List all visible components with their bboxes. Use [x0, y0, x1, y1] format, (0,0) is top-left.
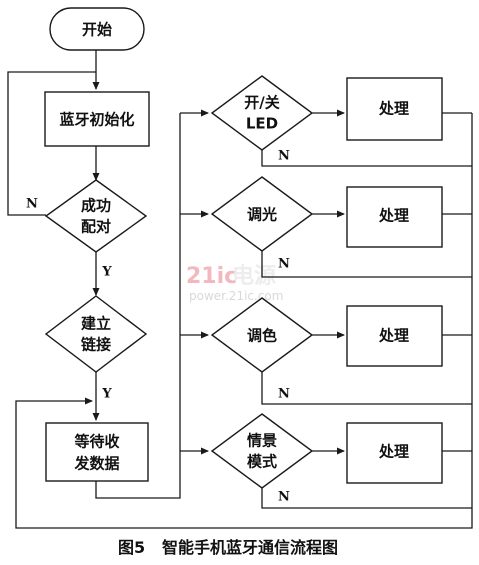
led-label-line2: LED: [246, 115, 278, 133]
init-label: 蓝牙初始化: [59, 111, 134, 129]
pair-yes-label: Y: [101, 265, 112, 280]
return-loop-line: [15, 113, 473, 529]
node-dim-decision: 调光: [210, 176, 314, 252]
link-yes-label: Y: [101, 387, 112, 402]
process-2-shape: [346, 186, 443, 248]
dim-no-label: N: [278, 257, 290, 272]
node-process-2: 处理: [346, 186, 443, 248]
watermark-brand-a: 21ic: [186, 264, 237, 289]
color-no-label: N: [278, 387, 290, 402]
dim-decision-shape: [210, 176, 314, 252]
branch-labels: N Y Y N N N N: [26, 149, 290, 505]
line-led-no-to-rail: [261, 150, 472, 167]
pair-no-label: N: [26, 197, 38, 212]
process-1-shape: [346, 77, 443, 141]
caption-figure-number: 图5: [118, 538, 145, 557]
node-pair-decision: 成功 配对: [44, 179, 148, 253]
node-scene-decision: 情景 模式: [210, 413, 314, 489]
figure-caption: 图5 智能手机蓝牙通信流程图: [118, 538, 338, 557]
node-color-decision: 调色: [210, 297, 314, 373]
start-terminal-shape: [49, 7, 145, 51]
led-decision-shape: [210, 75, 314, 151]
node-process-1: 处理: [346, 77, 443, 141]
process-4-label: 处理: [378, 443, 409, 461]
node-wait: 等待收 发数据: [45, 422, 149, 482]
node-link-decision: 建立 链接: [44, 295, 148, 373]
line-scene-no-to-rail: [261, 488, 472, 509]
connectors: [7, 50, 473, 529]
node-process-4: 处理: [346, 422, 443, 484]
scene-decision-shape: [210, 413, 314, 489]
led-no-label: N: [278, 149, 290, 164]
line-color-no-to-rail: [261, 372, 472, 405]
node-process-3: 处理: [346, 305, 443, 367]
pair-label-line2: 配对: [81, 218, 111, 236]
link-decision-shape: [44, 295, 148, 373]
wait-label-line1: 等待收: [74, 433, 119, 451]
node-led-decision: 开/关 LED: [210, 75, 314, 151]
process-4-shape: [346, 422, 443, 484]
pair-decision-shape: [44, 179, 148, 253]
line-dim-no-to-rail: [261, 251, 472, 278]
scene-label-line1: 情景: [247, 432, 277, 450]
color-label: 调色: [247, 327, 277, 345]
color-decision-shape: [210, 297, 314, 373]
scene-no-label: N: [278, 490, 290, 505]
wait-label-line2: 发数据: [73, 455, 119, 473]
process-2-label: 处理: [378, 207, 409, 225]
link-label-line1: 建立: [81, 315, 111, 333]
wait-process-shape: [45, 422, 149, 482]
scene-label-line2: 模式: [247, 453, 277, 471]
trunk-line: [95, 113, 181, 499]
process-3-label: 处理: [378, 327, 409, 345]
watermark-url: power.21ic.com: [189, 289, 283, 303]
init-process-shape: [44, 91, 150, 147]
start-label: 开始: [82, 21, 112, 39]
led-label-line1: 开/关: [244, 94, 279, 112]
watermark: 21ic 电源 power.21ic.com: [186, 264, 283, 303]
arrow-pair-no-loop: [7, 71, 96, 216]
link-label-line2: 链接: [81, 336, 111, 354]
pair-label-line1: 成功: [81, 197, 111, 215]
process-3-shape: [346, 305, 443, 367]
node-init: 蓝牙初始化: [44, 91, 150, 147]
caption-title: 智能手机蓝牙通信流程图: [162, 538, 338, 557]
node-start: 开始: [49, 7, 145, 51]
dim-label: 调光: [247, 206, 277, 224]
process-1-label: 处理: [378, 100, 409, 118]
